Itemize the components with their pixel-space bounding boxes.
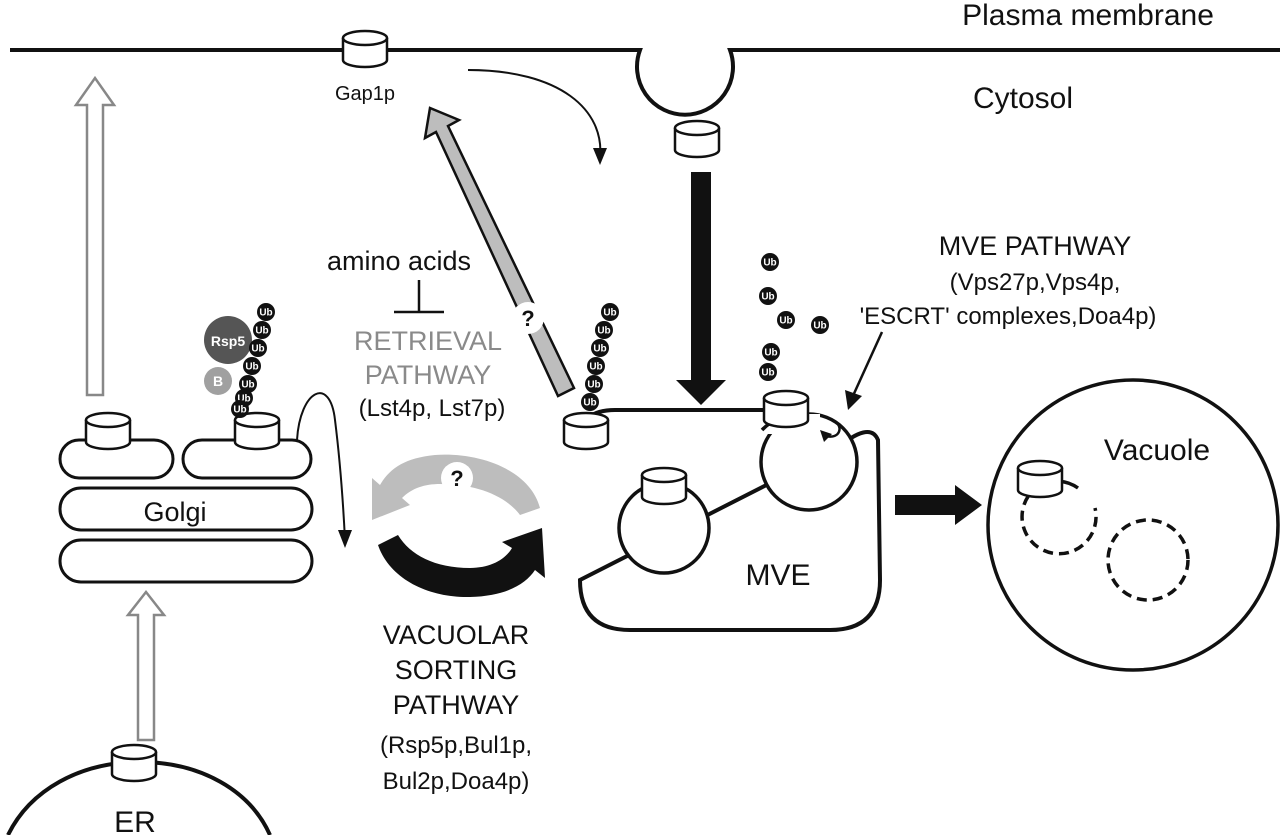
vacuolar-label-2: SORTING (395, 655, 518, 685)
cycle-question: ? (450, 466, 463, 491)
vacuolar-label-3: PATHWAY (393, 690, 520, 720)
rsp5-label: Rsp5 (211, 333, 245, 349)
vacuole-compartment (986, 378, 1280, 672)
gap1p-golgi-right (233, 411, 281, 451)
gap1p-label: Gap1p (335, 83, 395, 105)
gap1p-mve-ilv (640, 466, 688, 506)
vacuole-vesicle-2 (1106, 518, 1190, 602)
mve-to-vacuole-arrow (895, 485, 982, 525)
pm-to-mve-arrow (467, 69, 602, 159)
bul-label: B (213, 373, 223, 389)
golgi-cisterna-middle (58, 486, 314, 532)
mve-pathway-label-1: MVE PATHWAY (939, 231, 1132, 261)
gap1p-mve-budding (762, 389, 810, 429)
endocytosis-arrow (676, 172, 726, 405)
vacuole-label: Vacuole (1104, 434, 1210, 467)
er-to-golgi-arrow (125, 589, 167, 742)
gap1p-mve-surface (562, 411, 610, 451)
cycle-question-circle (441, 462, 473, 494)
free-ub-cluster (759, 253, 829, 381)
golgi-label: Golgi (143, 497, 206, 527)
gap1p-golgi-left (84, 411, 132, 451)
vacuolar-label-5: Bul2p,Doa4p) (383, 768, 530, 795)
gap1p-er (110, 743, 158, 783)
retrieval-question-circle (512, 302, 544, 334)
golgi-to-pm-arrow (73, 75, 117, 397)
mve-pathway-label-2: (Vps27p,Vps4p, (950, 269, 1121, 296)
gap1p-endocytic (673, 119, 721, 159)
vacuolar-label-1: VACUOLAR (383, 620, 530, 650)
retrieval-label-1: RETRIEVAL (354, 326, 502, 356)
cytosol-label: Cytosol (973, 82, 1073, 115)
golgi-to-sorting-arrow (296, 392, 346, 541)
gap1p-permease-pm (341, 29, 389, 69)
retrieval-label-3: (Lst4p, Lst7p) (359, 395, 506, 422)
plasma-membrane (10, 48, 1280, 117)
mve-pathway-label-3: 'ESCRT' complexes,Doa4p) (860, 303, 1157, 330)
gray-cycle-arrow (372, 454, 540, 520)
mve-cargo-ub-chain (581, 303, 619, 411)
retrieval-label-2: PATHWAY (365, 360, 492, 390)
mve-label: MVE (745, 559, 810, 592)
mve-pathway-arrow (850, 331, 884, 399)
amino-acids-label: amino acids (327, 246, 471, 276)
golgi-cisterna-bottom (58, 538, 314, 584)
plasma-membrane-label: Plasma membrane (962, 0, 1214, 32)
vacuole-vesicle-1 (1020, 483, 1098, 556)
retrieval-question: ? (521, 306, 534, 331)
black-cycle-arrow (378, 528, 545, 598)
vacuolar-label-4: (Rsp5p,Bul1p, (380, 732, 532, 759)
gap1p-vacuole (1016, 459, 1064, 499)
bul-adaptor (204, 367, 232, 395)
rsp5-ligase (204, 316, 252, 364)
er-label: ER (114, 806, 156, 835)
